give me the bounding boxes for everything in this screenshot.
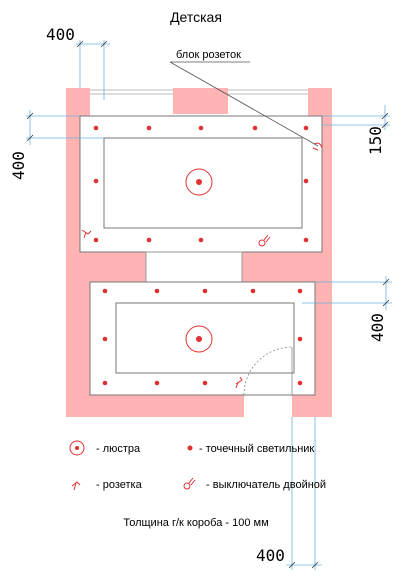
spotlight xyxy=(303,237,309,243)
chandelier-lower xyxy=(185,325,213,353)
plan-title: Детская xyxy=(170,9,222,25)
spotlight xyxy=(202,288,208,294)
walls xyxy=(66,88,332,417)
spotlight xyxy=(154,288,160,294)
spotlight xyxy=(303,125,309,131)
socket-block xyxy=(312,142,323,151)
spotlight xyxy=(146,125,152,131)
switch xyxy=(258,234,271,247)
dim-top-left: 400 xyxy=(46,25,75,44)
spotlight xyxy=(93,178,99,184)
passage xyxy=(145,251,243,283)
wall-lower-left-fill xyxy=(66,252,146,282)
box-thickness-note: Толщина г/к короба - 100 мм xyxy=(123,517,268,529)
wall-right-lower xyxy=(315,252,332,417)
door-swing xyxy=(243,346,293,396)
spotlight xyxy=(198,125,204,131)
socket-left xyxy=(81,229,92,239)
legend-spotlight-label: - точечный светильник xyxy=(199,443,314,455)
legend-switch-icon xyxy=(183,477,196,490)
socket-lower xyxy=(235,376,243,389)
dimension-lines xyxy=(26,40,392,570)
dim-bottom: 400 xyxy=(256,546,285,565)
dim-right-top: 150 xyxy=(366,126,385,155)
spotlight xyxy=(252,125,258,131)
spotlight xyxy=(250,288,256,294)
spotlight xyxy=(297,380,303,386)
ceiling-box-lower xyxy=(89,281,316,396)
callout-leader xyxy=(169,61,319,147)
wall-bottom-left xyxy=(66,395,244,417)
spotlight xyxy=(198,237,204,243)
legend-switch-label: - выключатель двойной xyxy=(206,479,326,491)
spotlight xyxy=(297,288,303,294)
callout-label: блок розеток xyxy=(176,49,241,61)
legend: - люстра - точечный светильник - розетка… xyxy=(69,440,326,491)
spotlight xyxy=(102,336,108,342)
legend-chandelier-icon xyxy=(69,440,85,456)
wall-bottom-right xyxy=(292,395,332,417)
spotlight xyxy=(102,288,108,294)
legend-chandelier-label: - люстра xyxy=(96,443,141,455)
spotlight xyxy=(102,380,108,386)
dim-left: 400 xyxy=(9,151,28,180)
wall-window-pier xyxy=(173,88,228,114)
legend-socket-label: - розетка xyxy=(96,479,143,491)
chandelier-upper xyxy=(185,168,213,196)
spotlight xyxy=(93,125,99,131)
legend-spotlight-icon xyxy=(187,445,193,451)
legend-socket-icon xyxy=(71,481,81,491)
spotlight xyxy=(154,380,160,386)
spotlight xyxy=(202,380,208,386)
spotlights xyxy=(93,125,309,386)
dim-right-bottom: 400 xyxy=(368,313,387,342)
spotlight xyxy=(146,237,152,243)
spotlight xyxy=(303,178,309,184)
spotlight xyxy=(297,336,303,342)
spotlight xyxy=(93,237,99,243)
